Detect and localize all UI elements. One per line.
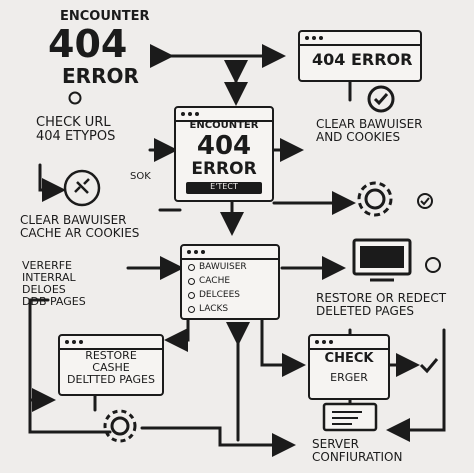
document-icon	[322, 402, 378, 436]
gear-icon-bottom	[98, 404, 142, 452]
checklist-item-label: LACKS	[199, 304, 229, 314]
check-circle-icon	[366, 84, 396, 118]
top-right-error-window: 404 ERROR	[298, 30, 422, 82]
check-url-label: CHECK URL 404 ETYPOS	[36, 115, 116, 145]
top-right-error-label: 404 ERROR	[312, 50, 413, 69]
check-error-window: CHECK ERGER	[308, 334, 390, 400]
center-error-label: ERROR	[191, 159, 257, 179]
checklist-item-label: CACHE	[199, 276, 231, 286]
restore-redirect-label: RESTORE OR REDECT DELETED PAGES	[316, 291, 447, 318]
checklist-window: BAWUISER CACHE DELCEES LACKS	[180, 244, 280, 320]
clear-cache-label: CLEAR BAWUISER CACHE AR COOKIES	[20, 213, 140, 240]
server-config-label: SERVER CONFIURATION	[312, 437, 403, 464]
center-footer-label: E'TECT	[210, 182, 238, 191]
restore-window-label: RESTORE CASHE DELTTED PAGES	[67, 349, 155, 386]
check-label: CHECK	[324, 351, 374, 366]
center-footer-bar: E'TECT	[186, 182, 262, 194]
top-error-label: ERROR	[62, 64, 139, 88]
error-label: ERGER	[330, 371, 368, 384]
check-circle-icon-3	[424, 256, 442, 278]
center-404-code: 404	[196, 131, 252, 161]
center-encounter-label: ENCOUNTER	[189, 120, 259, 131]
checkmark-icon	[418, 354, 440, 380]
clear-browser-label: CLEAR BAWUISER AND COOKIES	[316, 117, 423, 144]
checklist-item-label: DELCEES	[199, 290, 241, 300]
check-circle-icon-2	[416, 192, 434, 214]
checklist-item: BAWUISER	[188, 260, 247, 274]
checklist-item: LACKS	[188, 302, 247, 316]
checklist-item-label: BAWUISER	[199, 262, 247, 272]
top-404-code: 404	[48, 22, 128, 66]
gear-icon	[352, 176, 398, 226]
checklist-item: CACHE	[188, 274, 247, 288]
center-error-window: ENCOUNTER 404 ERROR E'TECT	[174, 106, 274, 202]
checklist-item: DELCEES	[188, 288, 247, 302]
monitor-icon	[350, 238, 414, 286]
broken-link-icon	[62, 168, 102, 212]
sok-label: SOK	[130, 171, 151, 182]
restore-window: RESTORE CASHE DELTTED PAGES	[58, 334, 164, 396]
top-encounter-label: ENCOUNTER	[60, 9, 150, 24]
verify-pages-label: VERERFE INTERRAL DELOES DDB PAGES	[22, 259, 86, 308]
small-check-circle-icon	[68, 90, 82, 109]
